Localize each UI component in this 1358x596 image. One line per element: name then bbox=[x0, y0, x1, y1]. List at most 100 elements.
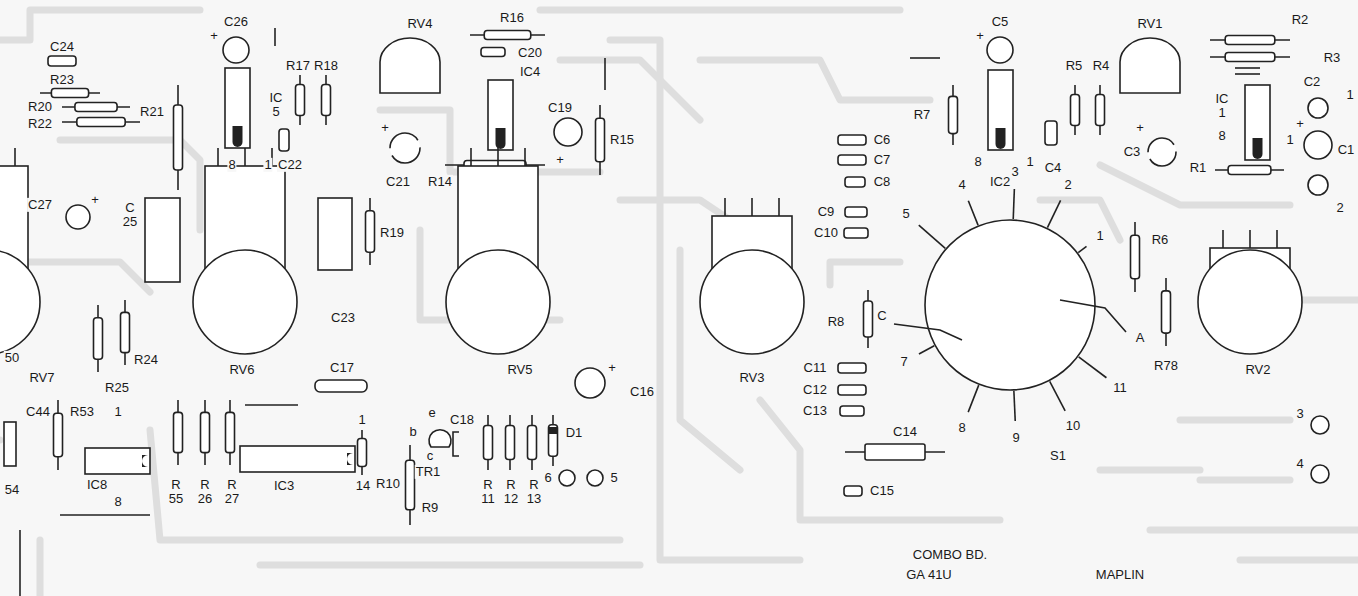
switch-contact bbox=[1079, 357, 1107, 378]
capacitor-symbol bbox=[838, 385, 866, 395]
part-label: b bbox=[408, 425, 417, 439]
part-label: R53 bbox=[69, 405, 95, 419]
solder-pad bbox=[587, 470, 603, 486]
capacitor-symbol bbox=[838, 155, 866, 165]
part-label: 50 bbox=[4, 351, 20, 365]
ic-outline bbox=[225, 68, 250, 148]
part-label: C26 bbox=[223, 15, 249, 29]
potentiometer-knob bbox=[446, 250, 550, 354]
resistor-symbol bbox=[226, 412, 235, 452]
copper-track bbox=[1300, 297, 1358, 304]
resistor-symbol bbox=[174, 412, 183, 452]
part-label: C24 bbox=[49, 40, 75, 54]
copper-track bbox=[760, 400, 1000, 520]
wire-line bbox=[274, 28, 276, 46]
resistor-symbol bbox=[296, 85, 305, 116]
copper-track bbox=[1200, 477, 1290, 484]
resistor-symbol bbox=[322, 85, 331, 116]
trimmer-outline bbox=[380, 38, 440, 93]
pot-pin bbox=[244, 148, 246, 166]
copper-track bbox=[700, 60, 930, 100]
potentiometer-knob bbox=[0, 250, 40, 354]
capacitor-symbol bbox=[845, 207, 867, 217]
part-label: R8 bbox=[827, 315, 846, 329]
part-label: C19 bbox=[547, 101, 573, 115]
part-label: 7 bbox=[899, 355, 908, 369]
part-label: RV5 bbox=[506, 363, 533, 377]
ic-outline bbox=[1245, 85, 1270, 160]
part-label: 8 bbox=[957, 421, 966, 435]
part-label: R17 bbox=[285, 59, 311, 73]
resistor-symbol bbox=[94, 318, 103, 360]
part-label: R20 bbox=[27, 100, 53, 114]
pot-pin bbox=[14, 148, 16, 166]
part-label: C14 bbox=[892, 425, 918, 439]
capacitor-symbol bbox=[838, 363, 866, 373]
part-label: 2 bbox=[1335, 201, 1344, 215]
wire-line bbox=[60, 514, 150, 516]
wire-line bbox=[910, 57, 940, 59]
part-label: RV3 bbox=[738, 371, 765, 385]
part-label: R24 bbox=[133, 353, 159, 367]
pot-pin bbox=[1249, 230, 1251, 248]
pin1-notch bbox=[347, 453, 353, 465]
part-label: C6 bbox=[873, 133, 892, 147]
part-label: 8 bbox=[973, 155, 982, 169]
part-label: 9 bbox=[1011, 431, 1020, 445]
part-label: 2 bbox=[1063, 178, 1072, 192]
part-label: C9 bbox=[817, 205, 836, 219]
pot-pin bbox=[724, 198, 726, 216]
part-label: R9 bbox=[421, 501, 440, 515]
part-label: R16 bbox=[499, 11, 525, 25]
part-label: R22 bbox=[27, 117, 53, 131]
diode-band bbox=[549, 427, 558, 434]
capacitor-symbol bbox=[481, 48, 505, 57]
switch-contact bbox=[1078, 246, 1086, 252]
part-label: C21 bbox=[385, 175, 411, 189]
part-label: + bbox=[209, 29, 219, 43]
component-outlines bbox=[0, 28, 1332, 596]
electrolytic-capacitor bbox=[987, 37, 1013, 63]
resistor-symbol bbox=[406, 460, 415, 510]
part-label: C5 bbox=[991, 15, 1010, 29]
resistor-symbol bbox=[949, 96, 958, 133]
part-label: C7 bbox=[873, 153, 892, 167]
copper-track bbox=[830, 262, 900, 285]
switch-contact bbox=[968, 201, 978, 225]
capacitor-symbol bbox=[865, 444, 925, 460]
pin1-notch bbox=[1253, 138, 1263, 159]
pin1-notch bbox=[142, 455, 148, 467]
part-label: C16 bbox=[629, 385, 655, 399]
capacitor-symbol bbox=[48, 56, 76, 66]
part-label: R 11 bbox=[480, 478, 496, 507]
part-label: e bbox=[427, 406, 436, 420]
part-label: R7 bbox=[913, 108, 932, 122]
part-label: IC4 bbox=[519, 65, 541, 79]
part-label: c bbox=[426, 449, 435, 463]
part-label: C2 bbox=[1303, 75, 1322, 89]
pin1-notch bbox=[233, 126, 243, 147]
copper-track bbox=[1240, 557, 1358, 564]
part-label: IC2 bbox=[989, 175, 1011, 189]
part-label: 3 bbox=[1010, 165, 1019, 179]
part-label: R 26 bbox=[197, 478, 213, 507]
wire-line bbox=[19, 530, 21, 596]
resistor-symbol bbox=[1162, 291, 1171, 333]
part-label: C8 bbox=[873, 175, 892, 189]
switch-contact bbox=[919, 346, 934, 354]
pin1-notch bbox=[996, 128, 1006, 149]
capacitor-symbol bbox=[844, 228, 868, 238]
potentiometer-knob bbox=[193, 250, 297, 354]
electrolytic-capacitor bbox=[1304, 131, 1332, 159]
part-label: A bbox=[1135, 331, 1146, 345]
resistor-symbol bbox=[358, 439, 367, 467]
solder-pad bbox=[1308, 175, 1328, 195]
trimmer-outline bbox=[1120, 38, 1180, 93]
part-label: + bbox=[555, 153, 565, 167]
electrolytic-capacitor bbox=[575, 368, 605, 398]
wire-line bbox=[1235, 73, 1260, 75]
capacitor-block bbox=[145, 198, 180, 282]
part-label: 54 bbox=[4, 483, 20, 497]
resistor-symbol bbox=[596, 118, 605, 161]
